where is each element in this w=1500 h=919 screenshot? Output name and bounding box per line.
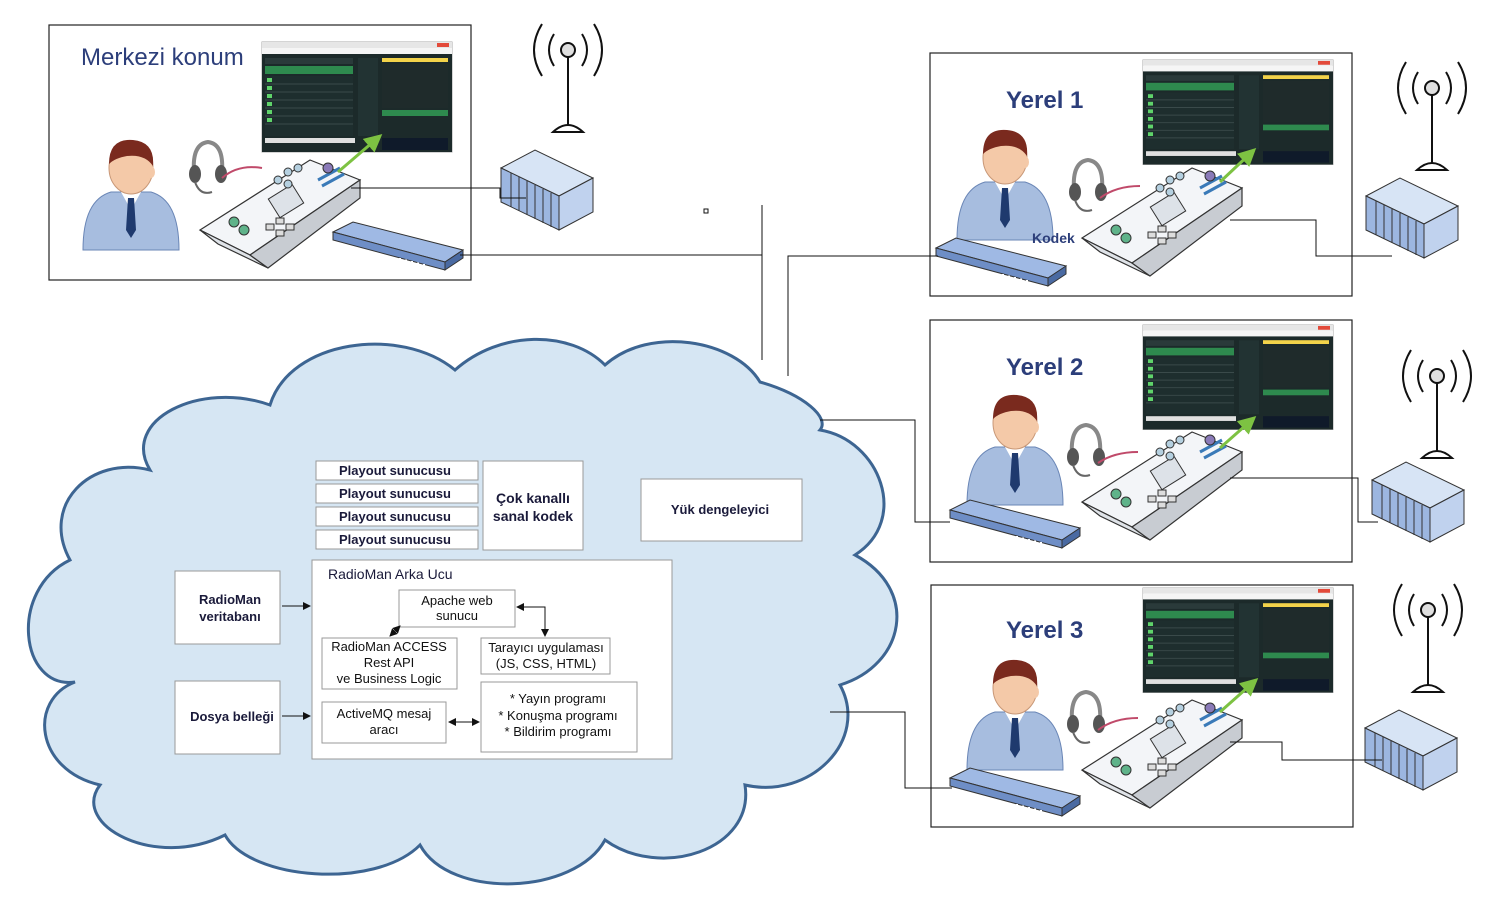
file-storage-box <box>174 680 281 755</box>
activemq-label-line1: ActiveMQ mesaj <box>337 706 432 721</box>
access-box <box>321 637 458 690</box>
local1-screen-link-arrow <box>1218 147 1257 184</box>
access-label-line2: Rest API <box>364 655 415 670</box>
local3-antenna-icon <box>1393 583 1463 693</box>
playout-server-label: Playout sunucusu <box>339 532 451 547</box>
multichannel-codec-label-line1: Çok kanallı <box>496 490 570 506</box>
playout-server-label: Playout sunucusu <box>339 486 451 501</box>
database-label-line1: RadioMan <box>199 592 261 607</box>
local1-transmitter-icon <box>1365 177 1459 259</box>
load-balancer-label: Yük dengeleyici <box>671 502 769 517</box>
programs-item: * Bildirim programı <box>505 724 612 739</box>
file-storage-label: Dosya belleği <box>190 709 274 724</box>
central-screen-link-arrow <box>337 134 383 174</box>
local1-browser-screen <box>1142 59 1334 165</box>
central-site-title: Merkezi konum <box>81 44 244 71</box>
local2-antenna-icon <box>1402 349 1472 459</box>
playout-server-box <box>315 483 479 504</box>
access-label-line1: RadioMan ACCESS <box>331 639 447 654</box>
local2-screen-link-arrow <box>1219 416 1257 450</box>
apache-label-line2: sunucu <box>436 608 478 623</box>
playout-server-box <box>315 460 479 481</box>
local1-site-title: Yerel 1 <box>1006 87 1083 114</box>
local2-site-title: Yerel 2 <box>1006 354 1083 381</box>
playout-server-group: Playout sunucusu Playout sunucusu Playou… <box>315 460 479 550</box>
local3-screen-link-arrow <box>1219 678 1259 714</box>
database-label-line2: veritabanı <box>199 609 260 624</box>
playout-server-label: Playout sunucusu <box>339 509 451 524</box>
junction-marker <box>703 208 709 214</box>
central-transmitter-icon <box>500 149 594 231</box>
connection-lines <box>351 187 1392 789</box>
central-browser-screen <box>261 41 453 153</box>
activemq-box <box>321 701 447 744</box>
local3-browser-screen <box>1142 587 1334 693</box>
browser-app-box <box>480 637 611 675</box>
database-box <box>174 570 281 645</box>
multichannel-codec-label-line2: sanal kodek <box>493 508 573 524</box>
backend-arrows <box>282 602 549 726</box>
programs-box <box>480 681 638 753</box>
browser-app-label-line1: Tarayıcı uygulaması <box>488 640 604 655</box>
browser-app-label-line2: (JS, CSS, HTML) <box>496 656 596 671</box>
central-antenna-icon <box>533 23 603 133</box>
multichannel-codec-box <box>482 460 584 551</box>
activemq-label-line2: aracı <box>370 722 399 737</box>
local2-browser-screen <box>1142 324 1334 430</box>
programs-item: * Yayın programı <box>510 691 606 706</box>
backend-title: RadioMan Arka Ucu <box>328 566 453 582</box>
access-label-line3: ve Business Logic <box>337 671 442 686</box>
local1-antenna-icon <box>1397 61 1467 171</box>
playout-server-label: Playout sunucusu <box>339 463 451 478</box>
local3-transmitter-icon <box>1364 709 1458 791</box>
apache-label-line1: Apache web <box>421 593 493 608</box>
programs-item: * Konuşma programı <box>498 708 617 723</box>
playout-server-box <box>315 529 479 550</box>
local3-site-title: Yerel 3 <box>1006 617 1083 644</box>
apache-box <box>398 589 516 628</box>
local2-transmitter-icon <box>1371 461 1465 543</box>
local1-codec-label: Kodek <box>1032 230 1075 246</box>
playout-server-box <box>315 506 479 527</box>
load-balancer-box <box>640 478 803 542</box>
